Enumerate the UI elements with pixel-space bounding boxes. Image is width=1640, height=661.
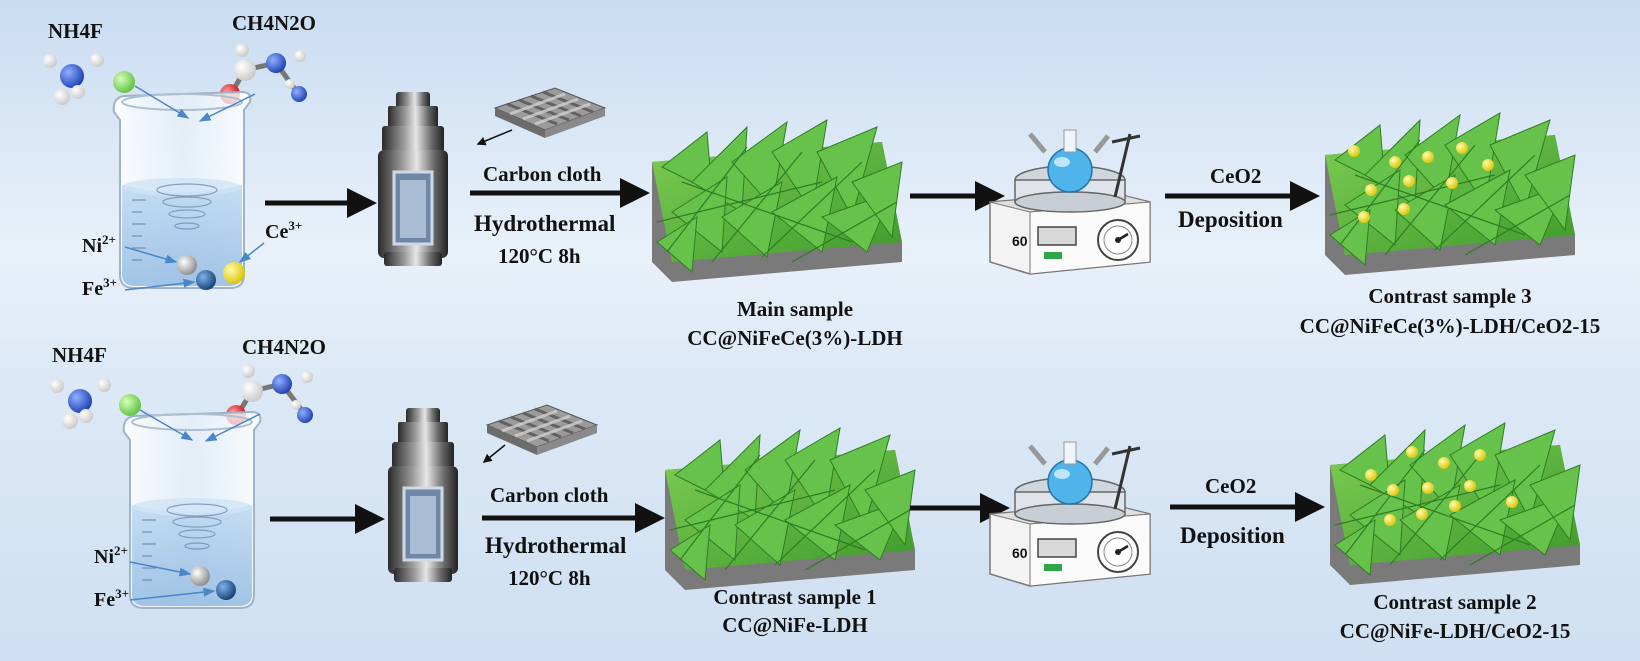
- urea-label: CH4N2O: [242, 335, 326, 359]
- urea-text: CH4N2O: [232, 11, 316, 35]
- step2-line2: Deposition: [1178, 207, 1283, 232]
- urea-label: CH4N2O: [232, 11, 316, 35]
- pointer-line: [129, 587, 216, 601]
- fe-symbol: Fe: [82, 278, 103, 300]
- ce-symbol: Ce: [265, 221, 288, 243]
- pointer-line: [124, 278, 196, 291]
- ce-charge: 3+: [288, 218, 302, 233]
- step2-line1-text: CeO2: [1210, 164, 1261, 188]
- ni-symbol: Ni: [82, 235, 102, 257]
- ni-symbol: Ni: [94, 546, 114, 568]
- ni-ion-label: Ni2+: [94, 543, 128, 568]
- hotplate-stirrer-icon: [990, 442, 1150, 586]
- fe-charge: 3+: [103, 275, 117, 290]
- step1-line2: Hydrothermal: [474, 211, 615, 236]
- row-2: NH4F CH4N2O Ni2+ Fe3+: [50, 335, 1581, 643]
- pointer-line: [482, 444, 506, 463]
- row-1: NH4F CH4N2O Ni2+ Fe3+ Ce3+: [43, 11, 1600, 350]
- nh4f-label: NH4F: [48, 19, 103, 43]
- sample-a-line1: Contrast sample 1: [713, 585, 876, 609]
- autoclave-icon: [386, 406, 460, 584]
- step2-line1: CeO2: [1205, 474, 1256, 498]
- pointer-line: [134, 85, 190, 119]
- autoclave-icon: [376, 90, 450, 268]
- fe-ion-label: Fe3+: [94, 586, 129, 611]
- step1-line1: Carbon cloth: [490, 483, 609, 507]
- ni-ion-label: Ni2+: [82, 232, 116, 257]
- nh4f-label: NH4F: [52, 343, 107, 367]
- step2-line2: Deposition: [1180, 523, 1285, 548]
- ldh-ceo2-icon: [1324, 112, 1576, 276]
- stirrer-display: 60: [1012, 545, 1028, 561]
- ni-charge: 2+: [114, 543, 128, 558]
- step2-line1-text: CeO2: [1205, 474, 1256, 498]
- nh4f-text: NH4F: [52, 343, 107, 367]
- sample-a-line2: CC@NiFe-LDH: [722, 613, 868, 637]
- hotplate-stirrer-icon: [990, 130, 1150, 274]
- step1-line2: Hydrothermal: [485, 533, 626, 558]
- fe-charge: 3+: [115, 586, 129, 601]
- ce-ion-icon: [223, 262, 245, 284]
- fe-ion-icon: [216, 580, 236, 600]
- pointer-line: [198, 93, 256, 122]
- step1-line1: Carbon cloth: [483, 162, 602, 186]
- nh4f-molecule-icon: [50, 378, 141, 429]
- ni-ion-icon: [177, 255, 197, 275]
- sample-a-line1: Main sample: [737, 297, 853, 321]
- step2-line1: CeO2: [1210, 164, 1261, 188]
- carbon-cloth-icon: [485, 403, 599, 457]
- sample-b-line2: CC@NiFeCe(3%)-LDH/CeO2-15: [1300, 314, 1601, 338]
- sample-b-line1: Contrast sample 2: [1373, 590, 1536, 614]
- ce-ion-label: Ce3+: [265, 218, 302, 243]
- ldh-nanosheet-icon: [651, 119, 903, 283]
- pointer-line: [476, 129, 513, 146]
- ldh-ceo2-icon: [1329, 422, 1581, 586]
- pointer-line: [139, 409, 194, 441]
- fe-ion-icon: [196, 270, 216, 290]
- step1-line3: 120°C 8h: [508, 566, 591, 590]
- ni-ion-icon: [190, 566, 210, 586]
- pointer-line: [204, 413, 261, 442]
- urea-molecule-icon: [226, 364, 313, 425]
- sample-a-line2: CC@NiFeCe(3%)-LDH: [687, 326, 903, 350]
- fe-ion-label: Fe3+: [82, 275, 117, 300]
- fe-symbol: Fe: [94, 589, 115, 611]
- ldh-nanosheet-icon: [664, 427, 916, 591]
- urea-text: CH4N2O: [242, 335, 326, 359]
- nh4f-molecule-icon: [43, 53, 135, 105]
- sample-b-line2: CC@NiFe-LDH/CeO2-15: [1340, 619, 1571, 643]
- pointer-line: [238, 242, 265, 263]
- nh4f-text: NH4F: [48, 19, 103, 43]
- sample-b-line1: Contrast sample 3: [1368, 284, 1531, 308]
- pointer-line: [129, 561, 192, 577]
- step1-line3: 120°C 8h: [498, 244, 581, 268]
- stirrer-display: 60: [1012, 233, 1028, 249]
- pointer-line: [124, 246, 178, 264]
- ni-charge: 2+: [102, 232, 116, 247]
